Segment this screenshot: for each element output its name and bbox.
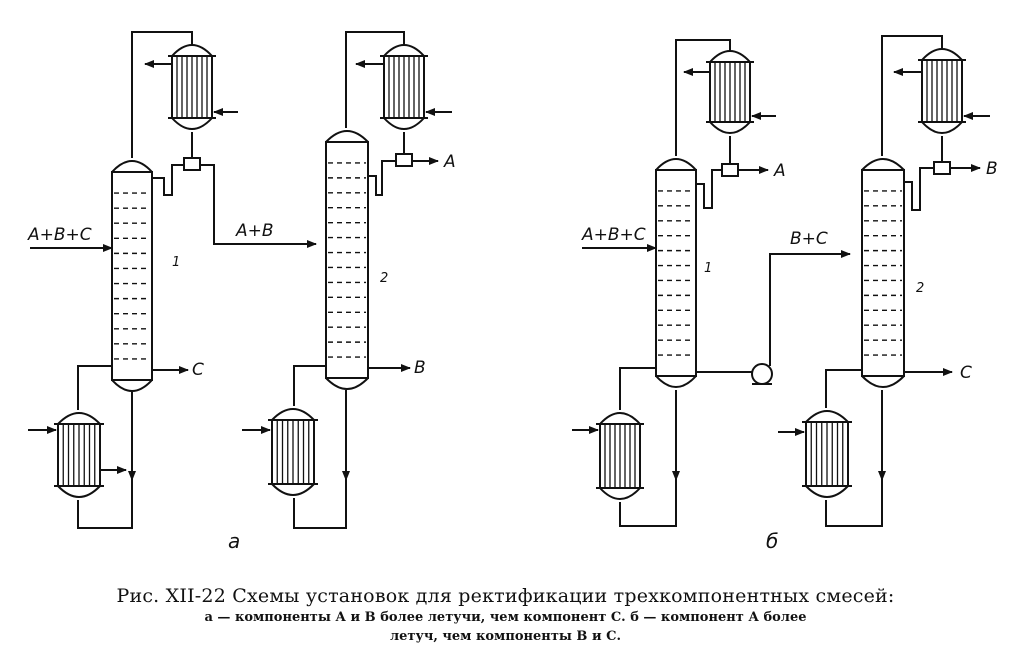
condenser-1-b-bottom-head xyxy=(709,121,751,134)
condenser-2-b-bottom-head xyxy=(921,121,963,134)
column-1-a xyxy=(111,160,153,392)
column-1-number-b: 1 xyxy=(704,261,712,276)
reboiler-1-a-top-head xyxy=(57,412,101,425)
separator-1-a xyxy=(183,157,201,171)
bottoms-return-1-b xyxy=(619,480,677,527)
column-2-a-bottom-head xyxy=(325,377,369,390)
caption-line-2: а — компоненты А и В более летучи, чем к… xyxy=(204,610,807,625)
condenser-2-a xyxy=(380,44,428,130)
column-1-a-bottom-head xyxy=(111,379,153,392)
column-2-a-shell xyxy=(325,141,369,379)
reboiler-2-b-bottom-head xyxy=(805,485,849,498)
bottoms-label-a: C xyxy=(192,360,204,380)
vapor-line-1-a xyxy=(131,31,193,158)
feed-label-b: A+B+C xyxy=(581,225,646,245)
condenser-1-a-bottom-head xyxy=(171,117,213,130)
reboiler-2-a xyxy=(268,408,318,496)
distillate-a-label-b: A xyxy=(773,161,786,181)
condenser-2-a-bottom-head xyxy=(383,117,425,130)
bottoms-return-2-a xyxy=(293,480,347,529)
column-2-number-a: 2 xyxy=(380,271,388,286)
column-1-b-shell xyxy=(655,169,697,377)
vapor-line-1-b xyxy=(675,39,731,156)
condenser-1-a-top-head xyxy=(171,44,213,57)
distillate-label-a: A xyxy=(443,152,456,172)
caption-line-3: летуч, чем компоненты В и С. xyxy=(390,629,621,644)
reboiler-1-b-top-head xyxy=(599,412,641,425)
reboiler-1-b-bottom-head xyxy=(599,487,641,500)
vapor-line-2-b xyxy=(881,35,943,156)
reflux-line-2-b xyxy=(904,167,934,211)
scheme-a-sublabel: a xyxy=(228,529,240,553)
condenser-2-a-top-head xyxy=(383,44,425,57)
condenser-1-a xyxy=(168,44,216,130)
reboiler-vapor-2-a xyxy=(293,365,326,406)
transfer-line-b xyxy=(769,250,851,366)
separator-2-a xyxy=(395,153,413,167)
bottoms-b-label-a: B xyxy=(414,358,426,378)
bottoms-return-2-b xyxy=(825,480,883,527)
transfer-label-b: B+C xyxy=(790,229,828,249)
feed-label-a: A+B+C xyxy=(27,225,92,245)
bottoms-return-1-a xyxy=(77,480,133,529)
condenser-1-b xyxy=(706,50,754,134)
column-1-a-top-head xyxy=(111,160,153,173)
pump-b-casing xyxy=(751,363,773,385)
column-1-number-a: 1 xyxy=(172,255,180,270)
caption-title: Рис. XII-22 Схемы установок для ректифик… xyxy=(116,585,895,607)
transfer-label-a: A+B xyxy=(235,221,274,241)
column-2-number-b: 2 xyxy=(916,281,924,296)
pump-b xyxy=(751,363,773,385)
reflux-line-2-a xyxy=(368,160,396,196)
reflux-line-1-a xyxy=(152,164,184,196)
column-1-b-bottom-head xyxy=(655,375,697,388)
column-1-b xyxy=(655,158,697,388)
reboiler-2-b-top-head xyxy=(805,410,849,423)
reboiler-vapor-1-b xyxy=(619,367,656,410)
reboiler-2-a-bottom-head xyxy=(271,483,315,496)
reboiler-2-b xyxy=(802,410,852,498)
condenser-2-b xyxy=(918,48,966,134)
reflux-line-1-b xyxy=(696,169,722,209)
column-2-b-top-head xyxy=(861,158,905,171)
reboiler-1-a-bottom-head xyxy=(57,485,101,498)
column-1-a-shell xyxy=(111,171,153,381)
separator-1-b xyxy=(721,163,739,177)
bottoms-c-label-b: C xyxy=(960,363,972,383)
reboiler-1-a xyxy=(54,412,104,498)
vapor-line-2-a xyxy=(345,31,405,128)
condenser-1-b-top-head xyxy=(709,50,751,63)
transfer-line-a xyxy=(200,164,317,248)
distillation-schemes-figure: A+B+C A+B 1 2C A Ba A+B+C B+C 1 2 A B Cб xyxy=(27,31,998,553)
column-2-b-shell xyxy=(861,169,905,377)
reboiler-1-b xyxy=(596,412,644,500)
condenser-2-b-top-head xyxy=(921,48,963,61)
distillate-b-label-b: B xyxy=(986,159,998,179)
column-1-b-top-head xyxy=(655,158,697,171)
column-2-b-bottom-head xyxy=(861,375,905,388)
separator-2-b xyxy=(933,161,951,175)
column-2-b xyxy=(861,158,905,388)
reboiler-vapor-2-b xyxy=(825,369,862,408)
scheme-b-sublabel: б xyxy=(766,529,778,553)
column-2-a xyxy=(325,130,369,390)
reboiler-vapor-1-a xyxy=(77,365,112,410)
figure-caption: Рис. XII-22 Схемы установок для ректифик… xyxy=(0,584,1011,646)
column-2-a-top-head xyxy=(325,130,369,143)
reboiler-2-a-top-head xyxy=(271,408,315,421)
